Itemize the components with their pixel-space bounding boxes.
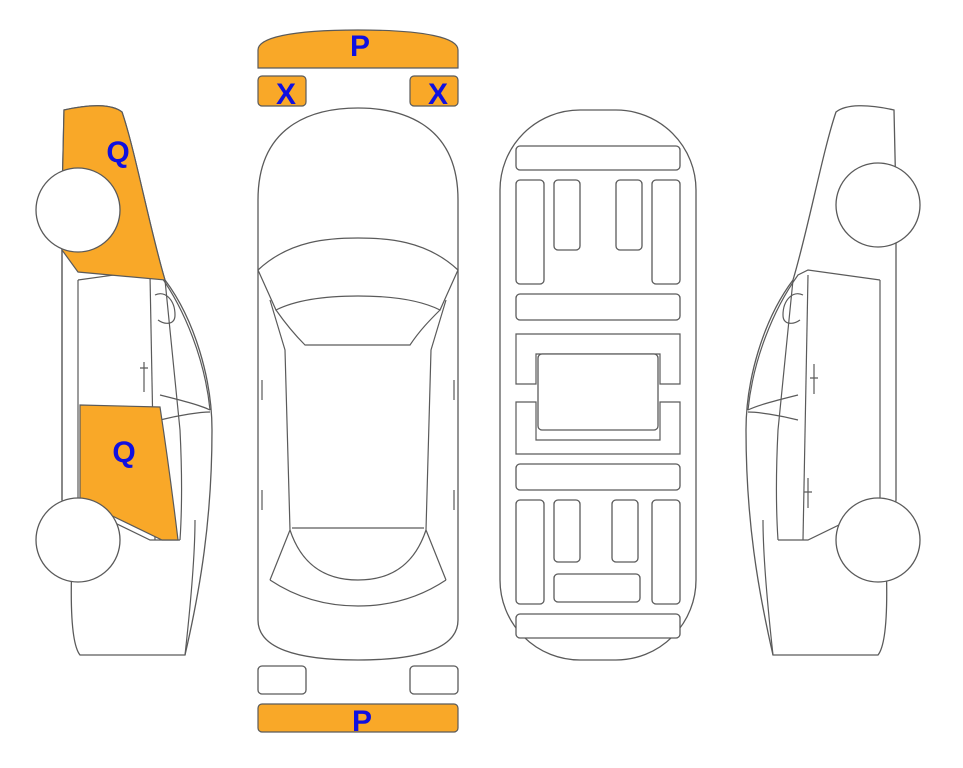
left-side-view: Q Q bbox=[35, 105, 213, 656]
underside-view bbox=[499, 109, 697, 661]
front-bumper-mark: P bbox=[350, 30, 370, 63]
rear-bumper-damage bbox=[257, 703, 459, 733]
front-right-headlight-mark: X bbox=[428, 78, 448, 111]
left-front-wheel bbox=[35, 167, 121, 253]
rear-right-light bbox=[409, 665, 459, 695]
right-rear-wheel bbox=[835, 497, 921, 583]
windshield bbox=[257, 237, 459, 311]
left-rear-door-mark: Q bbox=[112, 436, 135, 469]
top-view-body-outline bbox=[257, 107, 459, 661]
right-side-view bbox=[745, 105, 921, 656]
right-front-wheel bbox=[835, 162, 921, 248]
front-left-headlight-mark: X bbox=[276, 78, 296, 111]
left-front-fender-mark: Q bbox=[106, 136, 129, 169]
top-view: P X X P bbox=[257, 29, 459, 738]
front-left-headlight-damage bbox=[257, 75, 307, 107]
rear-left-light bbox=[257, 665, 307, 695]
left-rear-wheel bbox=[35, 497, 121, 583]
rear-bumper-mark: P bbox=[352, 705, 372, 738]
front-bumper-damage bbox=[257, 29, 459, 69]
front-right-headlight-damage bbox=[409, 75, 459, 107]
left-rear-door-damage bbox=[79, 404, 179, 541]
